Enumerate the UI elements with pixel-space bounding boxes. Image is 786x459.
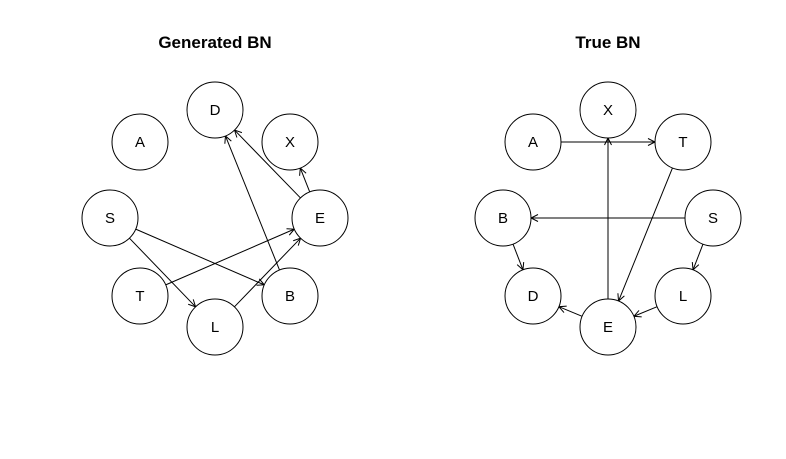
node-circle (261, 267, 319, 325)
true-edge-l-to-e (632, 306, 658, 318)
generated-bn-title: Generated BN (158, 33, 271, 52)
node-circle (504, 113, 562, 171)
generated-node-a: A (111, 113, 169, 171)
node-label: D (210, 102, 221, 119)
node-circle (186, 81, 244, 139)
node-circle (654, 113, 712, 171)
node-circle (261, 113, 319, 171)
generated-bn-nodes: D X A S E T B L (81, 81, 349, 356)
node-label: E (603, 319, 613, 336)
true-node-e: E (579, 298, 637, 356)
true-bn-title: True BN (575, 33, 640, 52)
true-node-l: L (654, 267, 712, 325)
generated-node-x: X (261, 113, 319, 171)
node-label: E (315, 210, 325, 227)
node-label: X (285, 134, 295, 151)
node-label: A (528, 134, 538, 151)
true-bn-nodes: X A T B S D L E (474, 81, 742, 356)
true-edge-b-to-d (512, 243, 525, 271)
node-circle (654, 267, 712, 325)
generated-node-l: L (186, 298, 244, 356)
node-label: B (285, 288, 295, 305)
true-node-a: A (504, 113, 562, 171)
node-circle (579, 81, 637, 139)
node-circle (111, 113, 169, 171)
node-circle (81, 189, 139, 247)
node-label: T (678, 134, 687, 151)
node-label: B (498, 210, 508, 227)
generated-node-s: S (81, 189, 139, 247)
true-edge-e-to-d (557, 305, 583, 317)
node-label: X (603, 102, 613, 119)
node-circle (186, 298, 244, 356)
generated-bn-panel: Generated BN D X A S E T B L (81, 33, 349, 356)
node-circle (474, 189, 532, 247)
generated-bn-edges (129, 129, 311, 308)
node-label: L (679, 288, 687, 305)
node-label: S (105, 210, 115, 227)
node-circle (684, 189, 742, 247)
generated-edge-e-to-x (299, 167, 311, 193)
true-node-s: S (684, 189, 742, 247)
generated-node-b: B (261, 267, 319, 325)
node-circle (111, 267, 169, 325)
node-circle (291, 189, 349, 247)
node-label: S (708, 210, 718, 227)
true-node-t: T (654, 113, 712, 171)
generated-node-d: D (186, 81, 244, 139)
true-node-d: D (504, 267, 562, 325)
node-circle (579, 298, 637, 356)
generated-node-e: E (291, 189, 349, 247)
node-label: D (528, 288, 539, 305)
node-label: L (211, 319, 219, 336)
generated-node-t: T (111, 267, 169, 325)
true-node-x: X (579, 81, 637, 139)
true-bn-edges (512, 136, 704, 318)
true-bn-panel: True BN X A T B S D L E (474, 33, 742, 356)
node-circle (504, 267, 562, 325)
node-label: A (135, 134, 145, 151)
node-label: T (135, 288, 144, 305)
true-edge-s-to-l (691, 243, 704, 271)
true-node-b: B (474, 189, 532, 247)
